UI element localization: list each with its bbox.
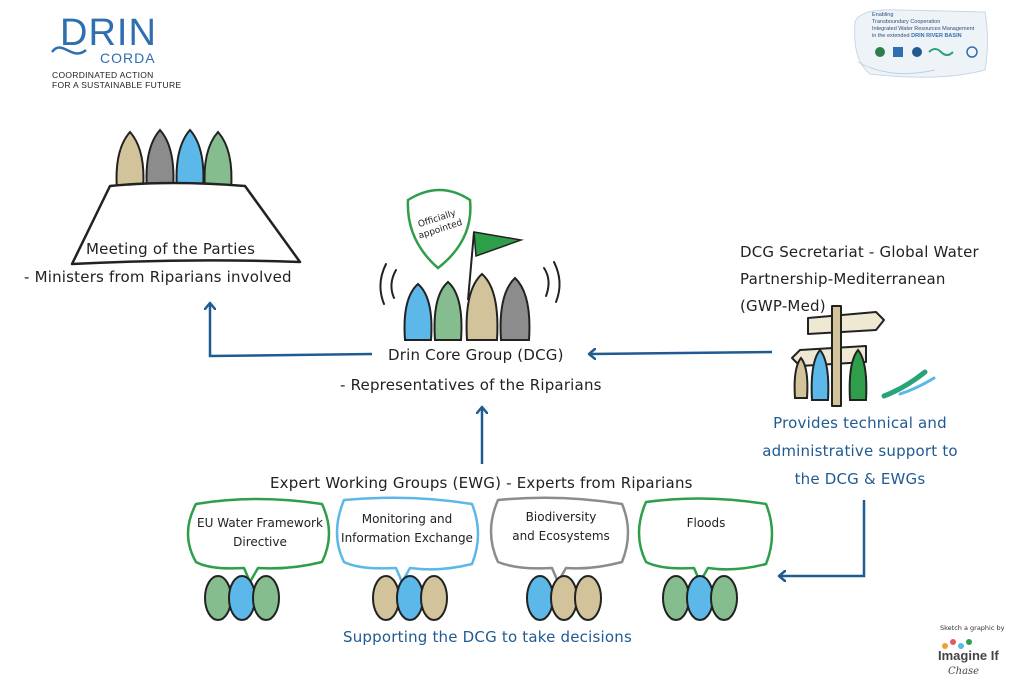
support-line-2: administrative support to [762,442,958,460]
flag-icon [467,231,524,301]
mop-title: Meeting of the Parties [86,240,256,258]
arrow-secretariat-to-ewg [780,500,866,576]
dcg-title: Drin Core Group (DCG) [388,346,564,364]
project-logo-line-3: Integrated Water Resources Management [872,26,975,32]
ewg-people-4 [662,575,738,621]
sound-lines-icon [379,261,561,305]
mop-table [70,181,302,266]
logo-tagline-1: COORDINATED ACTION [52,70,154,80]
ewg-label-1-line-1: EU Water Framework [197,516,323,530]
credit-signature: Chase [948,666,980,677]
mop-subtitle: - Ministers from Riparians involved [24,268,292,286]
ewg-label-2-line-2: Information Exchange [341,531,473,545]
logo-drin: DRIN [60,12,157,54]
ewg-label-1-line-2: Directive [233,535,287,549]
project-logo-line-1: Enabling [872,12,894,18]
ewg-people-3 [526,575,602,621]
ewg-bubble-3 [489,496,630,584]
secretariat-line-2: Partnership-Mediterranean [740,270,946,288]
ewg-bubble-4 [637,497,774,584]
secretariat-line-1: DCG Secretariat - Global Water [740,243,979,261]
ewg-label-3-line-1: Biodiversity [525,510,597,524]
secretariat-line-3: (GWP-Med) [740,297,826,315]
logo-tagline-2: FOR A SUSTAINABLE FUTURE [52,80,182,90]
support-line-1: Provides technical and [773,414,947,432]
project-logo-line-4: in the extended [872,33,910,39]
ewg-title: Expert Working Groups (EWG) - Experts fr… [270,474,693,492]
arrow-secretariat-to-dcg [590,352,773,354]
logo-wave-icon [50,46,87,55]
ewg-bubble-1 [186,497,331,584]
signpost-icon [791,305,885,407]
official-badge [406,188,472,270]
ewg-bubble-2 [335,496,480,584]
gwp-wave-icon [881,369,936,399]
support-line-3: the DCG & EWGs [794,470,926,488]
imagine-if-logo-icon [942,639,972,649]
ewg-label-2-line-1: Monitoring and [361,512,453,526]
project-logo-line-2: Transboundary Cooperation [872,19,941,25]
project-logo-badge [854,9,988,78]
ewg-people-2 [372,575,448,621]
ewg-label-4: Floods [646,514,766,533]
ewg-label-4-line-1: Floods [686,516,726,530]
ewg-footer: Supporting the DCG to take decisions [343,628,632,646]
logo-corda: CORDA [100,50,156,66]
dcg-subtitle: - Representatives of the Riparians [340,376,602,394]
mop-people [115,128,233,191]
ewg-label-3: Biodiversity and Ecosystems [496,508,626,546]
ewg-people-1 [204,575,280,621]
credit-line-1: Sketch a graphic by [940,624,1005,632]
ewg-label-1: EU Water Framework Directive [196,514,324,552]
secretariat-people [793,348,868,401]
ewg-label-2: Monitoring and Information Exchange [340,510,474,548]
credit-brand: Imagine If [938,648,999,663]
arrow-dcg-to-mop [210,304,373,358]
ewg-label-3-line-2: and Ecosystems [512,529,610,543]
dcg-people [403,272,531,341]
project-logo-text: Enabling Transboundary Cooperation Integ… [872,12,974,40]
project-logo-basin: DRIN RIVER BASIN [911,33,962,39]
